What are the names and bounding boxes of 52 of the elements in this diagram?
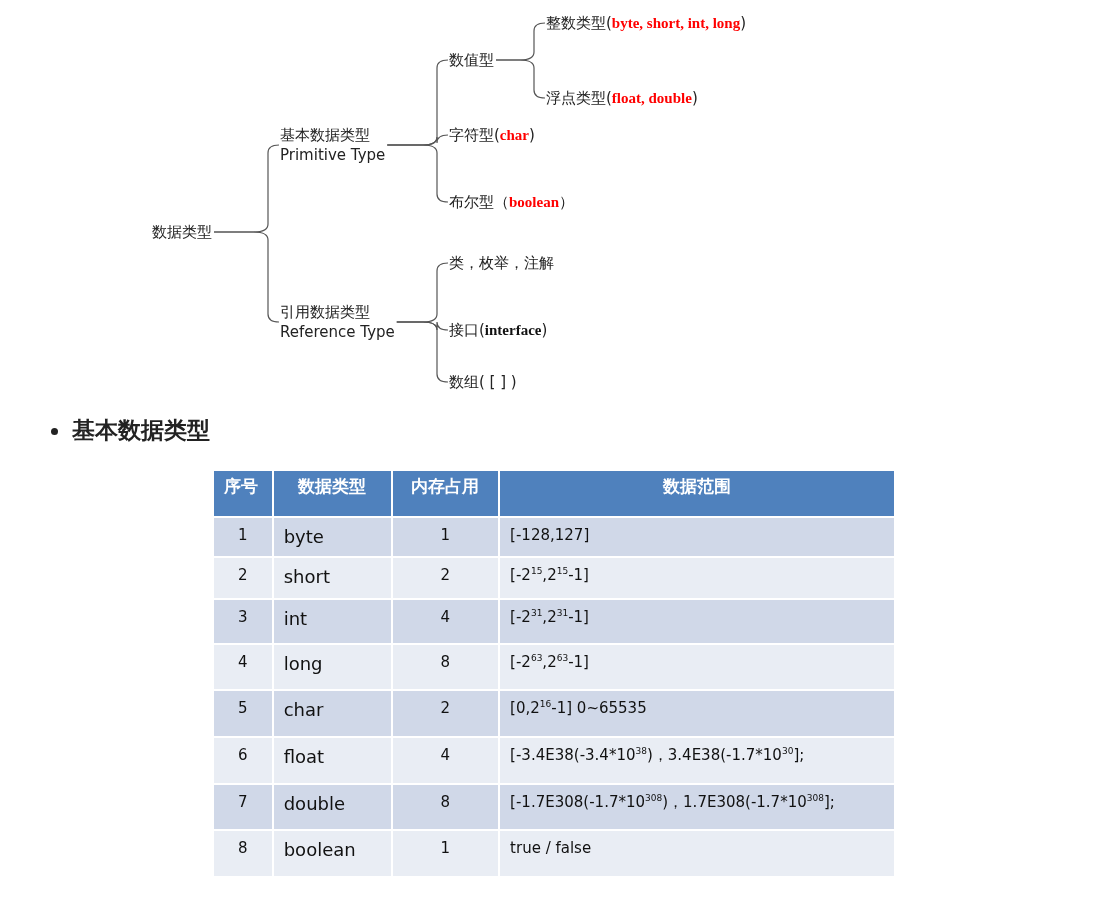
table-cell: 8 [391,784,500,830]
table-cell: [-3.4E38(-3.4*10$^{38}$)，3.4E38(-1.7*10$^{30}$]; [499,737,895,784]
tree-label: 数组( [ ] ) [449,372,517,392]
table-cell: [-2$^{31}$,2$^{31}$-1] [499,599,895,644]
tree-label: 引用数据类型 Reference Type [280,302,395,342]
tree-label: 接口(interface) [449,320,548,340]
header-cell: 数据类型 [272,470,392,517]
header-cell: 数据范围 [499,470,895,517]
brace-connector [495,59,546,99]
table-cell: 1 [391,830,500,877]
table-cell: 2 [391,557,500,599]
table-cell: [-1.7E308(-1.7*10$^{308}$)，1.7E308(-1.7*10$^{308}$]; [499,784,895,830]
table-cell: byte [272,517,392,557]
table-cell: 3 [213,599,273,644]
table-cell: 8 [213,830,273,877]
header-cell: 内存占用 [391,470,500,517]
table-cell: 4 [391,599,500,644]
table-cell: short [272,557,392,599]
tree-label: 浮点类型(float, double) [546,88,698,108]
table-cell: char [272,690,392,737]
table-cell: 6 [213,737,273,784]
brace-connector [396,321,449,383]
tree-label: 整数类型(byte, short, int, long) [546,13,747,33]
table-cell: [-2$^{15}$,2$^{15}$-1] [499,557,895,599]
table-cell: float [272,737,392,784]
tree-label: 字符型(char) [449,125,535,145]
section-heading: 基本数据类型 [72,416,210,445]
brace-connector [386,144,449,203]
table-cell: 1 [213,517,273,557]
table-cell: 8 [391,644,500,690]
tree-label: 数值型 [449,50,494,70]
table-cell: long [272,644,392,690]
table-cell: [-2$^{63}$,2$^{63}$-1] [499,644,895,690]
table-cell: [-128,127] [499,517,895,557]
tree-label: 数据类型 [152,222,212,242]
table-cell: 1 [391,517,500,557]
header-cell: 序号 [213,470,273,517]
tree-label: 基本数据类型 Primitive Type [280,125,386,165]
table-cell: int [272,599,392,644]
table-cell: 2 [391,690,500,737]
table-cell: double [272,784,392,830]
table-cell: boolean [272,830,392,877]
table-cell: 4 [213,644,273,690]
table-cell: 7 [213,784,273,830]
table-cell: true / false [499,830,895,877]
table-cell: 4 [391,737,500,784]
table-cell: [0,2$^{16}$-1] 0~65535 [499,690,895,737]
table-cell: 2 [213,557,273,599]
tree-label: 类，枚举，注解 [449,253,554,273]
table-cell: 5 [213,690,273,737]
tree-label: 布尔型（boolean） [449,192,574,212]
brace-connector [213,231,280,323]
